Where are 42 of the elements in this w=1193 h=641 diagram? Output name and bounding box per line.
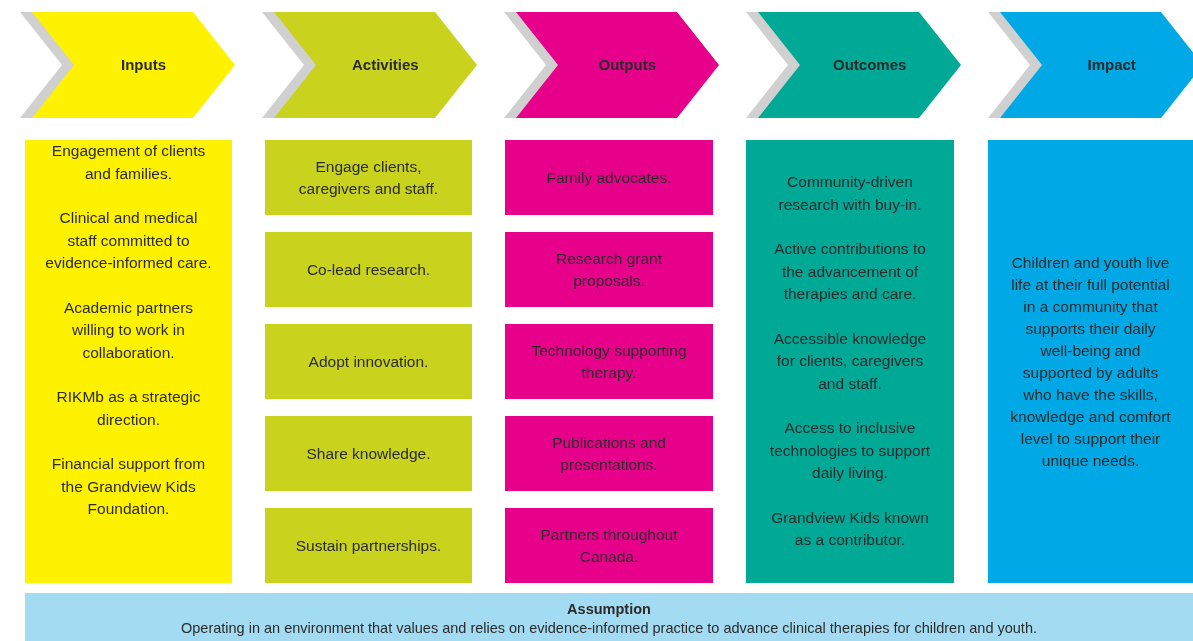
body-text: Publications and presentations. [551,432,667,475]
body-text: Share knowledge. [306,443,431,464]
body-text: RIKMb as a strategic direction. [55,387,202,430]
impact-panel [988,140,1193,583]
band-heading: Assumption [567,600,651,619]
body-text: Financial support from the Grandview Kids Foundation. [50,454,207,519]
body-text: Active contributions to the advancement of therapies and care. [773,239,927,304]
body-text: Engagement of clients and families. [50,141,207,184]
output-box [505,508,713,583]
activity-box [265,140,472,215]
output-box [505,232,713,307]
body-text: Children and youth live life at their full potential in a community that supports their daily well-being and supported by adults who have the skills, knowledge and comfort level to support their unique needs. [1010,252,1171,471]
stage-label: Outcomes [833,56,907,73]
body-text: Sustain partnerships. [295,535,442,556]
output-box [505,324,713,399]
outcomes-panel [746,140,954,583]
body-text: Co-lead research. [306,259,431,280]
body-text: Technology supporting therapy. [530,340,688,383]
stage-label: Activities [352,56,419,73]
body-text: Partners throughout Canada. [539,524,679,567]
stage-label: Inputs [121,56,166,73]
stage-label: Impact [1087,56,1136,73]
body-text: Adopt innovation. [308,351,429,372]
body-text: Family advocates. [546,167,672,188]
output-box [505,416,713,491]
body-text: Operating in an environment that values and relies on evidence-informed practice to advance clinical therapies for children and youth. [181,619,1037,638]
activity-box [265,416,472,491]
body-text: Access to inclusive technologies to support daily living. [768,418,932,483]
output-box [505,140,713,215]
body-text: Accessible knowledge for clients, caregivers and staff. [772,328,928,394]
activity-box [265,232,472,307]
stage-label: Outputs [598,56,656,73]
body-text: Academic partners willing to work in collaboration. [62,297,195,363]
activity-box [265,324,472,399]
inputs-panel [25,140,232,583]
assumption-band [25,593,1193,641]
body-text: Community-driven research with buy-in. [777,172,923,215]
body-text: Research grant proposals. [555,248,663,291]
body-text: Clinical and medical staff committed to evidence-informed care. [44,208,213,273]
body-text: Grandview Kids known as a contributor. [770,507,930,550]
body-text: Engage clients, caregivers and staff. [297,156,440,199]
activity-box [265,508,472,583]
